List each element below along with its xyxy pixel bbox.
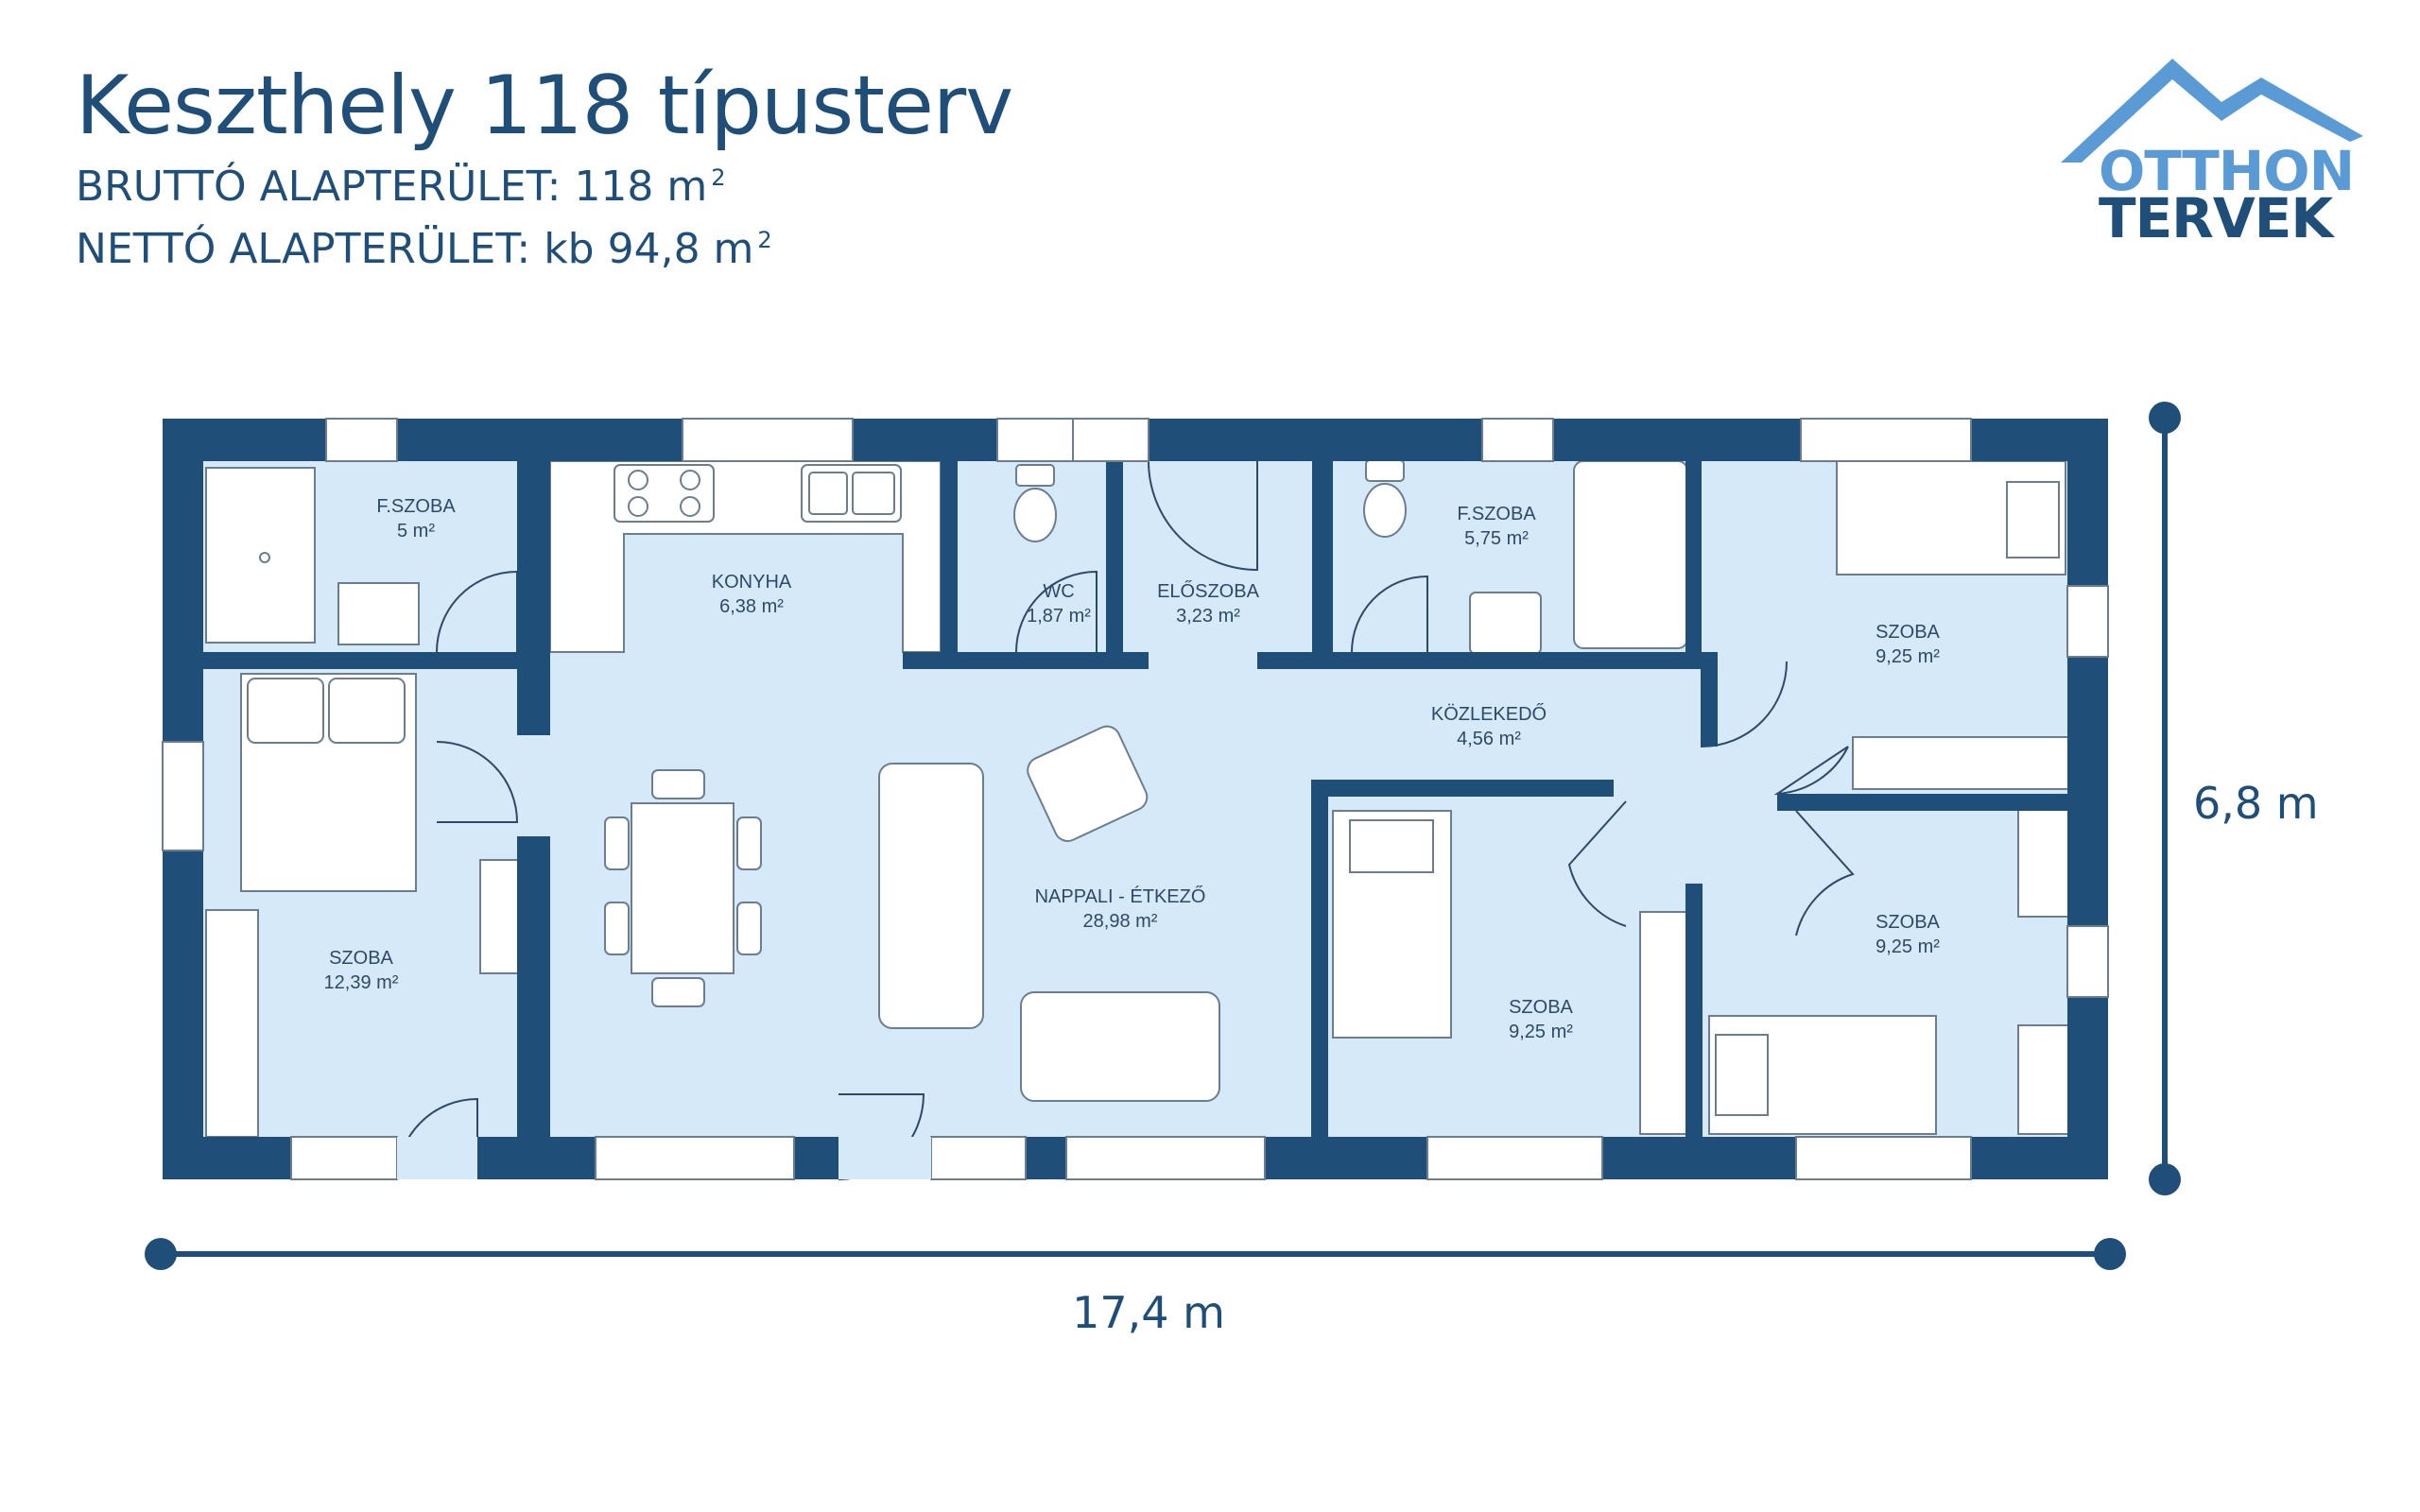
room-name-konyha: KONYHA [712,572,792,593]
furniture [205,460,2071,1138]
room-name-wc: WC [1043,581,1074,602]
room-name-f-szoba-2: F.SZOBA [1457,504,1536,524]
room-name-f-szoba-1: F.SZOBA [376,496,456,517]
logo: OTTHON TERVEK [2061,59,2363,248]
room-name-szoba-ne: SZOBA [1876,622,1940,643]
dining-table-icon [631,802,735,974]
wardrobe-icon-4 [2017,807,2071,918]
toilet-icon-2 [1363,483,1407,538]
washbasin-icon-2 [1469,592,1542,655]
depth-dimension: 6,8 m [2149,402,2319,1195]
net-area-superscript: 2 [757,227,772,253]
room-area-wc: 1,87 m² [1027,606,1091,627]
bathroom-fixtures [205,459,1688,655]
page-title: Keszthely 118 típusterv [76,59,1013,153]
room-labels: F.SZOBA 5 m² KONYHA 6,38 m² WC 1,87 m² E… [324,496,1941,1042]
logo-text-otthon: OTTHON [2099,139,2355,203]
window-openings [397,1137,931,1179]
room-area-konyha: 6,38 m² [719,596,784,617]
room-area-f-szoba-1: 5 m² [397,521,435,541]
front-door [1072,418,1150,462]
room-name-eloszoba: ELŐSZOBA [1157,580,1259,602]
wardrobe-icon [205,909,259,1138]
room-name-kozlekedo: KÖZLEKEDŐ [1431,703,1547,725]
room-area-szoba-se: 9,25 m² [1876,936,1940,957]
stove-icon [614,464,715,523]
wardrobe-icon-5 [2017,1024,2071,1135]
sofa-icon [878,763,984,1029]
width-label: 17,4 m [1072,1287,1225,1338]
kitchen-counter [549,460,942,653]
gross-area-superscript: 2 [711,164,726,191]
room-area-eloszoba: 3,23 m² [1176,606,1240,627]
wardrobe-icon-3 [1852,736,2071,790]
room-area-szoba-w: 12,39 m² [324,972,399,993]
room-area-nappali: 28,98 m² [1083,911,1158,932]
logo-text-tervek: TERVEK [2099,186,2333,250]
mountain-icon [2061,59,2363,163]
sofa-icon-2 [1020,991,1220,1102]
room-name-szoba-mid: SZOBA [1509,997,1573,1018]
bathtub-icon [1573,460,1688,649]
toilet-icon [1013,488,1057,542]
room-area-kozlekedo: 4,56 m² [1457,729,1521,749]
room-name-nappali: NAPPALI - ÉTKEZŐ [1035,885,1206,907]
shower-icon [205,467,316,644]
depth-label: 6,8 m [2193,778,2319,829]
windows [162,418,2109,1180]
room-area-szoba-ne: 9,25 m² [1876,646,1940,667]
armchair-icon [1027,725,1149,842]
room-name-szoba-se: SZOBA [1876,912,1940,933]
width-dimension: 17,4 m [145,1238,2126,1338]
room-area-szoba-mid: 9,25 m² [1509,1022,1573,1042]
washbasin-icon [337,582,420,645]
wardrobe-icon-2 [1639,911,1693,1135]
room-name-szoba-w: SZOBA [329,948,393,969]
room-area-f-szoba-2: 5,75 m² [1464,528,1529,549]
